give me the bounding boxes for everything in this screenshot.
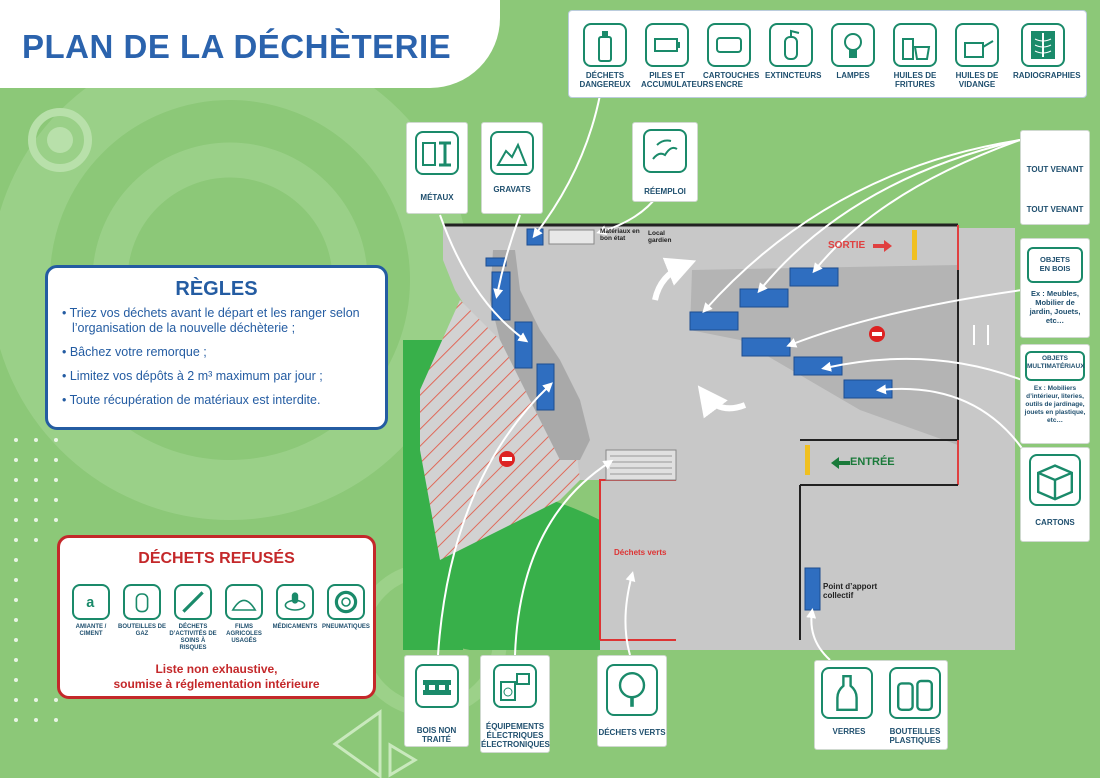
card-verres-bouteilles: VERRES BOUTEILLES PLASTIQUES [814, 660, 948, 750]
refused-films: FILMS AGRICOLES USAGÉS [219, 584, 269, 654]
glass-bottle-icon [821, 667, 873, 719]
dechets-verts-zone-label: Déchets verts [614, 548, 667, 557]
exit-barrier [912, 230, 917, 260]
refused-gaz: BOUTEILLES DE GAZ [117, 584, 167, 654]
rubble-icon [490, 131, 534, 175]
restricted-zone [420, 300, 580, 560]
xray-icon [1021, 23, 1065, 67]
no-entry-sign-2 [499, 451, 515, 467]
category-huiles-vidange: HUILES DE VIDANGE [951, 23, 1003, 105]
local-gardien-label: Local gardien [648, 230, 672, 244]
appliance-icon [493, 664, 537, 708]
svg-text:a: a [86, 595, 95, 611]
plastic-bottle-icon [889, 667, 941, 719]
rule-item: • Triez vos déchets avant le départ et l… [62, 306, 360, 335]
title-banner [0, 0, 500, 88]
spray-can-icon [583, 23, 627, 67]
syringe-icon [174, 584, 212, 620]
category-dechets-dangereux: DÉCHETS DANGEREUX [579, 23, 631, 105]
rules-panel: RÈGLES • Triez vos déchets avant le dépa… [45, 265, 388, 430]
refused-amiante: a AMIANTE / CIMENT [66, 584, 116, 654]
card-bois: BOIS NON TRAITÉ [404, 655, 469, 747]
gas-bottle-icon [123, 584, 161, 620]
category-huiles-fritures: HUILES DE FRITURES [889, 23, 941, 105]
card-metaux: MÉTAUX [406, 122, 468, 214]
lamp-icon [831, 23, 875, 67]
tire-icon [327, 584, 365, 620]
rule-item: • Bâchez votre remorque ; [62, 345, 207, 359]
two-way-arrow [973, 325, 989, 345]
rules-list: • Triez vos déchets avant le départ et l… [62, 306, 382, 417]
pallet-icon [414, 664, 459, 708]
category-lampes: LAMPES [827, 23, 879, 105]
card-cartons: CARTONS [1020, 447, 1090, 542]
header-categories: DÉCHETS DANGEREUX PILES ET ACCUMULATEURS… [568, 10, 1087, 98]
refused-dasri: DÉCHETS D’ACTIVITÉS DE SOINS À RISQUES [168, 584, 218, 654]
page-title: PLAN DE LA DÉCHÈTERIE [22, 28, 452, 65]
rule-item: • Limitez vos dépôts à 2 m³ maximum par … [62, 369, 323, 383]
rules-title: RÈGLES [175, 278, 258, 300]
category-extincteurs: EXTINCTEURS [765, 23, 821, 105]
agri-film-icon [225, 584, 263, 620]
card-objets-multimateriaux: OBJETS MULTIMATÉRIAUX Ex : Mobiliers d’i… [1020, 344, 1090, 444]
card-dechets-verts: DÉCHETS VERTS [597, 655, 667, 747]
medicine-icon [276, 584, 314, 620]
extinguisher-icon [769, 23, 813, 67]
frying-oil-icon [893, 23, 937, 67]
ink-cartridge-icon [707, 23, 751, 67]
bin-platform [690, 265, 958, 445]
refused-note: Liste non exhaustive, soumise à réglemen… [113, 662, 320, 691]
card-equipements: ÉQUIPEMENTS ÉLECTRIQUES ÉLECTRONIQUES [480, 655, 550, 753]
tree-icon [606, 664, 658, 716]
no-entry-sign-1 [869, 326, 885, 342]
circulation-arrow-up [652, 257, 697, 301]
oil-can-icon [955, 23, 999, 67]
sortie-arrow [873, 240, 892, 252]
entree-arrow [831, 457, 850, 469]
refused-waste-panel: DÉCHETS REFUSÉS a AMIANTE / CIMENT BOUTE… [57, 535, 376, 699]
entree-label: ENTRÉE [850, 456, 895, 468]
category-piles: PILES ET ACCUMULATEURS [641, 23, 714, 105]
category-radiographies: RADIOGRAPHIES [1013, 23, 1081, 105]
materiaux-label: Matériaux en bon état [600, 228, 640, 242]
sortie-label: SORTIE [828, 240, 866, 251]
card-tout-venant: TOUT VENANT TOUT VENANT [1020, 130, 1090, 225]
upper-platform [490, 250, 590, 460]
leader-lines [437, 94, 1031, 661]
circulation-arrow-turn [697, 385, 747, 419]
refused-title: DÉCHETS REFUSÉS [138, 550, 295, 567]
objets-bois-badge [1027, 247, 1083, 283]
refused-medicaments: MÉDICAMENTS [270, 584, 320, 654]
box-icon [1029, 454, 1081, 506]
category-cartouches: CARTOUCHES ENCRE [703, 23, 759, 105]
card-gravats: GRAVATS [481, 122, 543, 214]
metal-beam-icon [415, 131, 459, 175]
entry-barrier [805, 445, 810, 475]
rule-item: • Toute récupération de matériaux est in… [62, 393, 321, 407]
refused-pneumatiques: PNEUMATIQUES [321, 584, 371, 654]
hands-icon [643, 129, 687, 173]
battery-icon [645, 23, 689, 67]
objets-multi-badge [1025, 351, 1085, 381]
shelters [548, 229, 677, 481]
card-objets-bois: OBJETS EN BOIS Ex : Meubles, Mobilier de… [1020, 238, 1090, 338]
card-reemploi: RÉEMPLOI [632, 122, 698, 202]
asbestos-icon: a [72, 584, 110, 620]
point-apport-label: Point d’apport collectif [823, 582, 878, 600]
